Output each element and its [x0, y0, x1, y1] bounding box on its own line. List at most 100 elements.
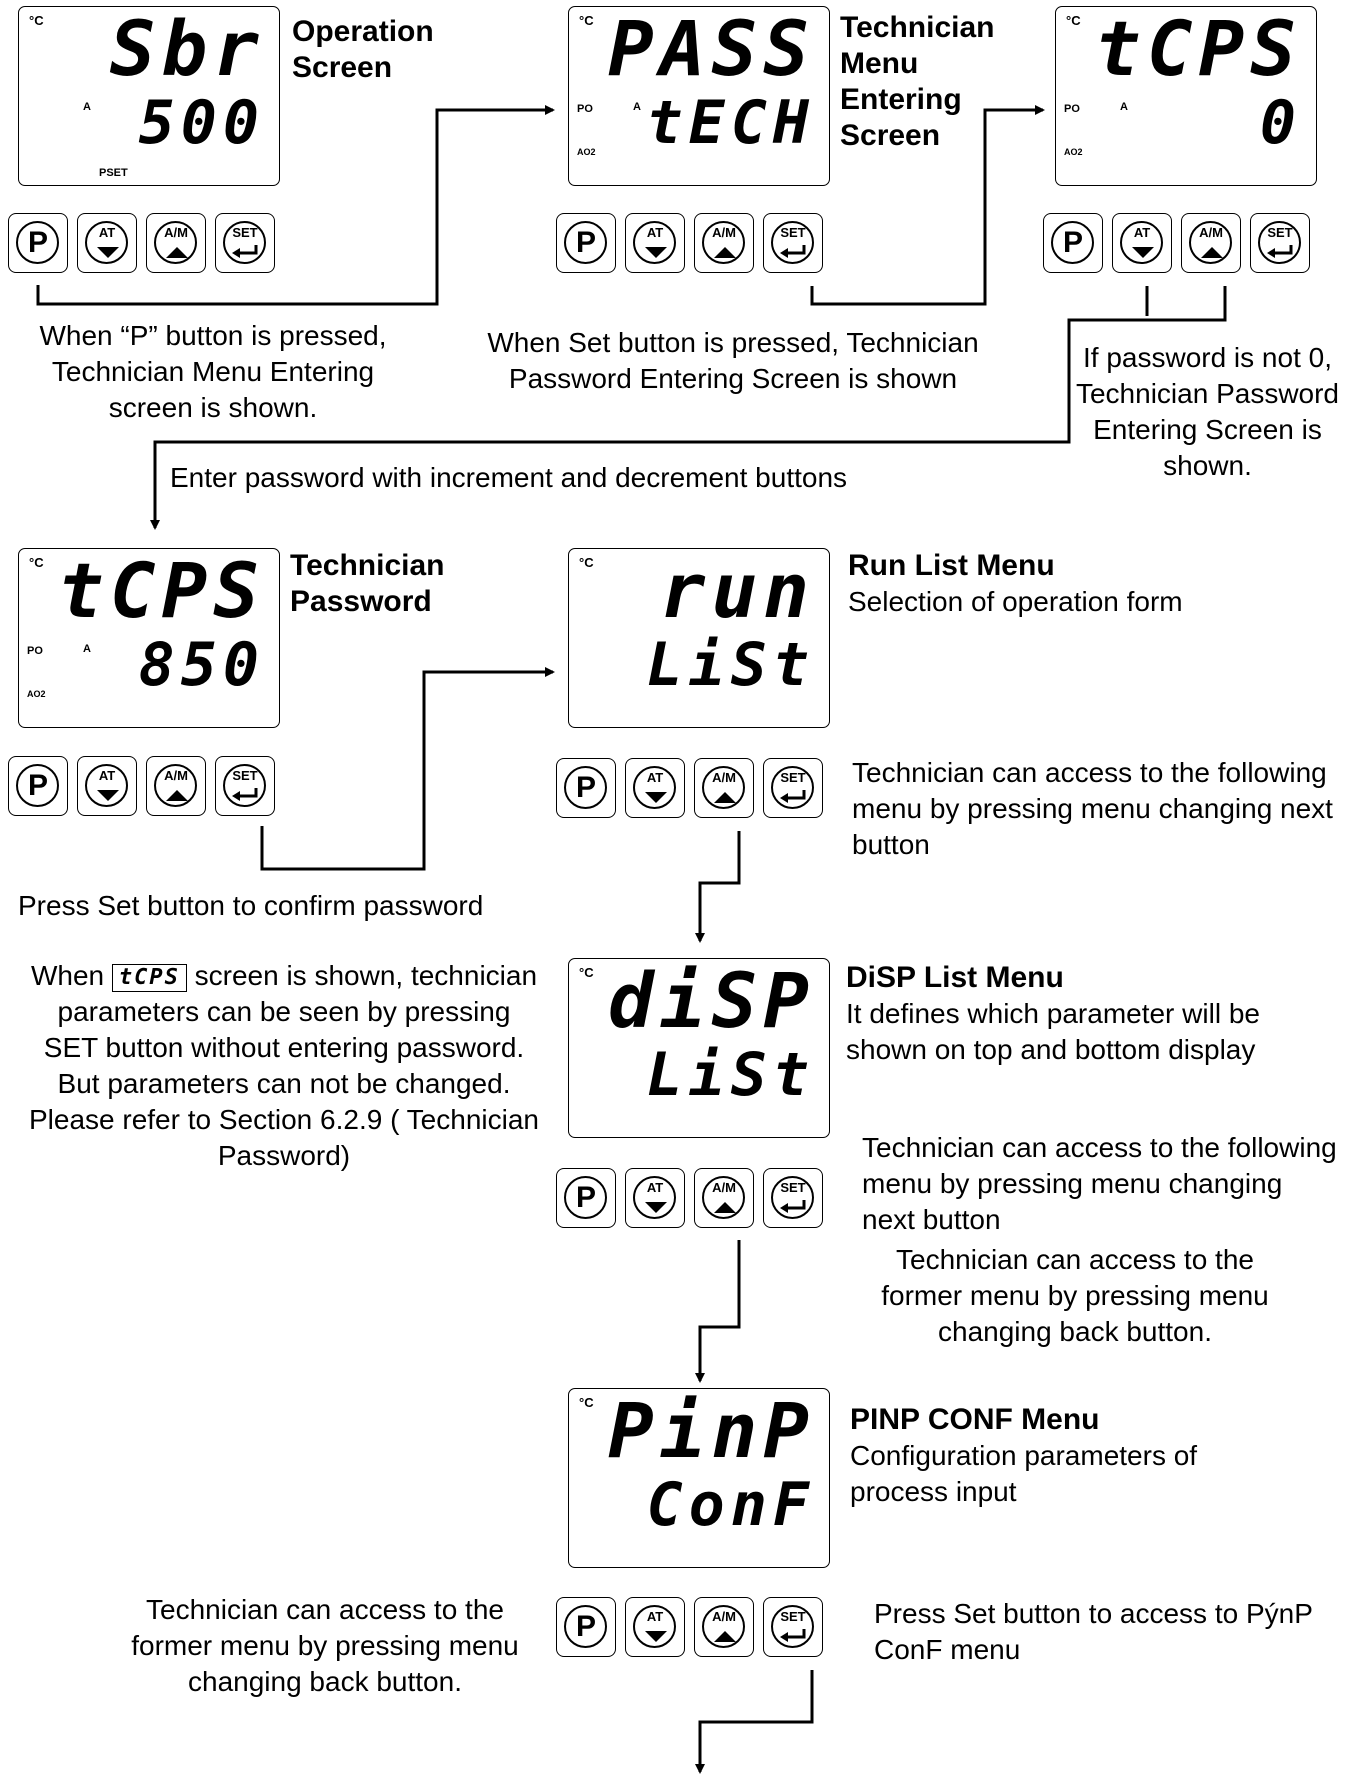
lcd-operation: °C Sbr A 500 PSET	[18, 6, 280, 186]
note-enter-password: Enter password with increment and decrem…	[170, 462, 848, 493]
p-button[interactable]: P	[1043, 213, 1103, 273]
pinp-conf-desc: Configuration parameters of process inpu…	[850, 1440, 1198, 1507]
p-button[interactable]: P	[556, 1597, 616, 1657]
at-down-button[interactable]: AT	[77, 213, 137, 273]
unit-label: °C	[579, 1395, 594, 1410]
unit-label: °C	[1066, 13, 1081, 28]
am-up-button[interactable]: A/M	[1181, 213, 1241, 273]
button-row-pinp-conf: P AT A/M SET	[556, 1597, 823, 1657]
at-down-button[interactable]: AT	[77, 756, 137, 816]
display-top: PASS	[607, 4, 815, 93]
display-top: PinP	[607, 1386, 815, 1475]
display-bottom: LiSt	[646, 1040, 815, 1110]
unit-label: °C	[29, 13, 44, 28]
indicator-a: A	[83, 101, 91, 113]
indicator-po: PO	[1064, 103, 1080, 115]
lcd-run-list: °C run LiSt	[568, 548, 830, 728]
button-row-run-list: P AT A/M SET	[556, 758, 823, 818]
am-up-button[interactable]: A/M	[694, 213, 754, 273]
at-down-button[interactable]: AT	[625, 213, 685, 273]
display-top: Sbr	[109, 4, 265, 93]
arrow-run-to-disp	[695, 831, 741, 943]
indicator-po: PO	[577, 103, 593, 115]
am-up-button[interactable]: A/M	[146, 213, 206, 273]
set-enter-button[interactable]: SET	[1250, 213, 1310, 273]
indicator-a: A	[1120, 101, 1128, 113]
am-up-button[interactable]: A/M	[694, 1597, 754, 1657]
arrow-p-to-tech-menu	[36, 105, 555, 306]
display-bottom: LiSt	[646, 630, 815, 700]
note-tcps-post: screen is shown, technician parameters c…	[28, 960, 539, 1171]
button-row-tech-menu: P AT A/M SET	[556, 213, 823, 273]
at-down-button[interactable]: AT	[1112, 213, 1172, 273]
button-row-tcps: P AT A/M SET	[1043, 213, 1310, 273]
display-bottom: 500	[138, 88, 265, 158]
note-former-menu-1: Technician can access to the former menu…	[881, 1244, 1269, 1347]
at-down-button[interactable]: AT	[625, 1597, 685, 1657]
note-set-access-pinp: Press Set button to access to PýnP ConF …	[874, 1598, 1313, 1665]
p-button[interactable]: P	[556, 758, 616, 818]
at-down-button[interactable]: AT	[625, 758, 685, 818]
note-former-menu-2: Technician can access to the former menu…	[131, 1594, 519, 1697]
note-set-pressed: When Set button is pressed, Technician P…	[487, 327, 979, 394]
arrow-disp-to-pinp	[695, 1240, 741, 1383]
indicator-po: PO	[27, 645, 43, 657]
unit-label: °C	[579, 13, 594, 28]
unit-label: °C	[579, 965, 594, 980]
tech-password-title: Technician Password	[290, 549, 445, 618]
indicator-ao2: AO2	[27, 689, 46, 699]
unit-label: °C	[579, 555, 594, 570]
tech-menu-enter-title: Technician Menu Entering Screen	[840, 11, 995, 152]
set-enter-button[interactable]: SET	[763, 758, 823, 818]
indicator-ao2: AO2	[577, 147, 596, 157]
lcd-tech-menu-enter: °C PASS PO A tECH AO2	[568, 6, 830, 186]
p-button[interactable]: P	[556, 1168, 616, 1228]
display-top: run	[659, 546, 815, 635]
set-enter-button[interactable]: SET	[763, 1597, 823, 1657]
p-button[interactable]: P	[8, 756, 68, 816]
lcd-pinp-conf: °C PinP ConF	[568, 1388, 830, 1568]
display-bottom: 0	[1259, 88, 1302, 158]
operation-screen-title: Operation Screen	[292, 15, 434, 84]
note-confirm-password: Press Set button to confirm password	[18, 890, 484, 921]
disp-list-title: DiSP List Menu	[846, 961, 1064, 994]
run-list-desc: Selection of operation form	[848, 586, 1183, 617]
arrow-set-to-tcps	[810, 105, 1045, 306]
button-row-operation: P AT A/M SET	[8, 213, 275, 273]
set-enter-button[interactable]: SET	[763, 1168, 823, 1228]
note-tcps-info: When tCPS screen is shown, technician pa…	[28, 958, 540, 1174]
set-enter-button[interactable]: SET	[763, 213, 823, 273]
button-row-tech-password: P AT A/M SET	[8, 756, 275, 816]
note-next-menu-2: Technician can access to the following m…	[862, 1132, 1337, 1235]
run-list-title: Run List Menu	[848, 549, 1055, 582]
am-up-button[interactable]: A/M	[694, 758, 754, 818]
lcd-tech-password: °C tCPS PO A 850 AO2	[18, 548, 280, 728]
arrow-pinp-to-next	[695, 1670, 814, 1774]
indicator-a: A	[83, 643, 91, 655]
display-bottom: 850	[138, 630, 265, 700]
at-down-button[interactable]: AT	[625, 1168, 685, 1228]
pinp-conf-title: PINP CONF Menu	[850, 1403, 1100, 1436]
button-row-disp-list: P AT A/M SET	[556, 1168, 823, 1228]
set-enter-button[interactable]: SET	[215, 756, 275, 816]
indicator-pset: PSET	[99, 167, 128, 179]
set-enter-button[interactable]: SET	[215, 213, 275, 273]
indicator-a: A	[633, 101, 641, 113]
indicator-ao2: AO2	[1064, 147, 1083, 157]
am-up-button[interactable]: A/M	[146, 756, 206, 816]
p-button[interactable]: P	[8, 213, 68, 273]
display-top: tCPS	[1094, 4, 1302, 93]
inline-tcps-display: tCPS	[111, 963, 187, 992]
unit-label: °C	[29, 555, 44, 570]
note-next-menu-1: Technician can access to the following m…	[852, 757, 1333, 860]
display-bottom: ConF	[646, 1470, 815, 1540]
display-top: tCPS	[57, 546, 265, 635]
lcd-disp-list: °C diSP LiSt	[568, 958, 830, 1138]
am-up-button[interactable]: A/M	[694, 1168, 754, 1228]
display-top: diSP	[607, 956, 815, 1045]
disp-list-desc: It defines which parameter will be shown…	[846, 998, 1260, 1065]
p-button[interactable]: P	[556, 213, 616, 273]
note-p-pressed: When “P” button is pressed, Technician M…	[39, 320, 387, 423]
note-tcps-pre: When	[30, 960, 105, 991]
